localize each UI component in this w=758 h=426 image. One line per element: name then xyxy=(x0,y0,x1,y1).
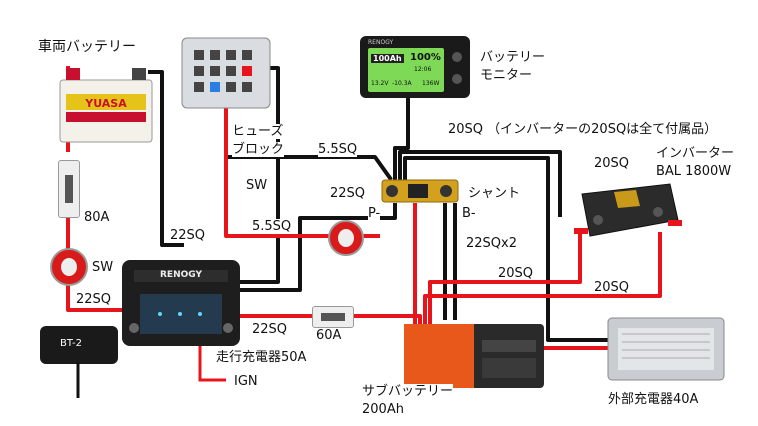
monitor-time: 12:06 xyxy=(414,66,432,73)
fuse-block xyxy=(180,32,272,110)
wire-positive-60a-to-sub xyxy=(348,314,422,324)
wire-positive-inverter-to-sub xyxy=(428,232,582,324)
shunt-p-minus: P- xyxy=(368,206,381,221)
shunt xyxy=(380,176,460,206)
wire-negative-shunt-to-charger xyxy=(238,203,397,292)
wire-label-22sq-charger-out: 22SQ xyxy=(252,322,288,337)
wire-label-5-5sq-mid: 5.5SQ xyxy=(252,219,292,234)
shunt-label: シャント xyxy=(468,186,521,201)
monitor-capacity: 100Ah xyxy=(371,54,404,63)
fuse-block-label-line1: ヒューズ xyxy=(232,124,284,139)
wire-label-5-5sq-top: 5.5SQ xyxy=(318,142,358,157)
inverter xyxy=(574,180,682,240)
ign-label: IGN xyxy=(234,374,258,389)
switch-left-label: SW xyxy=(92,260,114,275)
external-charger-graphic xyxy=(607,317,725,381)
battery-monitor-label-line2: モニター xyxy=(480,68,533,83)
wire-label-20sq-mid: 20SQ xyxy=(498,266,534,281)
wire-negative-vehicle-to-charger xyxy=(148,70,184,247)
inverter-label-line1: インバーター xyxy=(656,146,735,161)
bt2-label: BT-2 xyxy=(60,338,83,349)
wire-positive-sw-to-charger xyxy=(66,278,122,312)
battery-monitor-screen: 100Ah 100% 12:06 13.2V -10.3A 136W xyxy=(368,48,444,92)
vehicle-battery: YUASA xyxy=(56,64,156,144)
wire-negative-shunt-to-external-charger xyxy=(403,156,614,342)
wire-negative-monitor-to-shunt xyxy=(393,93,410,180)
monitor-button-1[interactable] xyxy=(452,52,462,62)
monitor-button-2[interactable] xyxy=(452,74,462,84)
wire-label-20sq-inverter: 20SQ xyxy=(594,156,630,171)
switch-left-knob xyxy=(61,258,77,276)
vehicle-battery-brand: YUASA xyxy=(84,97,127,110)
fuse-80a-label: 80A xyxy=(84,210,110,225)
vehicle-battery-label: 車両バッテリー xyxy=(38,39,136,55)
battery-monitor: RENOGY 100Ah 100% 12:06 13.2V -10.3A 136… xyxy=(360,36,470,98)
dc-dc-charger-label: 走行充電器50A xyxy=(216,350,307,365)
wire-label-22sq-shunt: 22SQ xyxy=(330,186,366,201)
shunt-b-minus: B- xyxy=(462,206,476,221)
monitor-current: -10.3A xyxy=(392,80,412,87)
fuse-block-sw-label: SW xyxy=(246,178,268,193)
ign-wire xyxy=(198,346,226,382)
wire-label-22sq-left: 22SQ xyxy=(170,228,206,243)
dc-dc-charger-graphic xyxy=(122,260,240,346)
external-charger-label: 外部充電器40A xyxy=(608,392,699,407)
dc-dc-charger-brand: RENOGY xyxy=(160,270,202,280)
battery-monitor-label-line1: バッテリー xyxy=(480,50,546,65)
wire-positive-fuse-to-sw xyxy=(224,88,332,238)
bt2-cable xyxy=(76,362,80,398)
wire-label-20sq-right: 20SQ xyxy=(594,280,630,295)
dc-dc-charger: RENOGY xyxy=(120,258,242,348)
vehicle-battery-graphic: YUASA xyxy=(59,68,153,143)
shunt-graphic xyxy=(381,179,459,203)
wire-negative-fuse-block-to-charger xyxy=(238,116,280,284)
fuse-block-label-line2: ブロック xyxy=(232,142,285,157)
wire-label-22sqx2: 22SQx2 xyxy=(466,236,517,251)
fuse-block-graphic xyxy=(181,37,271,109)
inverter-label-line2: BAL 1800W xyxy=(656,164,732,179)
sub-battery-label-line1: サブバッテリー xyxy=(362,384,454,399)
fuse-80a-element xyxy=(65,175,73,203)
note-20sq-inverter: 20SQ （インバーターの20SQは全て付属品） xyxy=(448,122,718,137)
fuse-60a-label: 60A xyxy=(316,328,342,343)
monitor-percent: 100% xyxy=(410,52,441,63)
bt2-module: BT-2 xyxy=(40,326,118,364)
wire-label-22sq-bottom-left: 22SQ xyxy=(76,292,112,307)
inverter-graphic xyxy=(574,183,682,237)
monitor-power: 136W xyxy=(422,80,440,87)
fuse-60a-element xyxy=(321,313,345,321)
fuse-60a xyxy=(312,306,354,328)
wire-positive-inverter2-to-sub xyxy=(423,232,662,324)
fuse-80a xyxy=(58,160,80,218)
monitor-voltage: 13.2V xyxy=(371,80,389,87)
sub-battery xyxy=(402,318,546,390)
sub-battery-label-line2: 200Ah xyxy=(362,402,404,417)
external-charger xyxy=(606,314,726,384)
sub-battery-graphic xyxy=(404,324,544,388)
switch-left xyxy=(50,248,88,286)
wire-negative-shunt-to-right xyxy=(398,150,562,217)
battery-monitor-brand: RENOGY xyxy=(368,39,394,46)
switch-mid xyxy=(328,220,364,256)
switch-mid-knob xyxy=(338,229,354,247)
